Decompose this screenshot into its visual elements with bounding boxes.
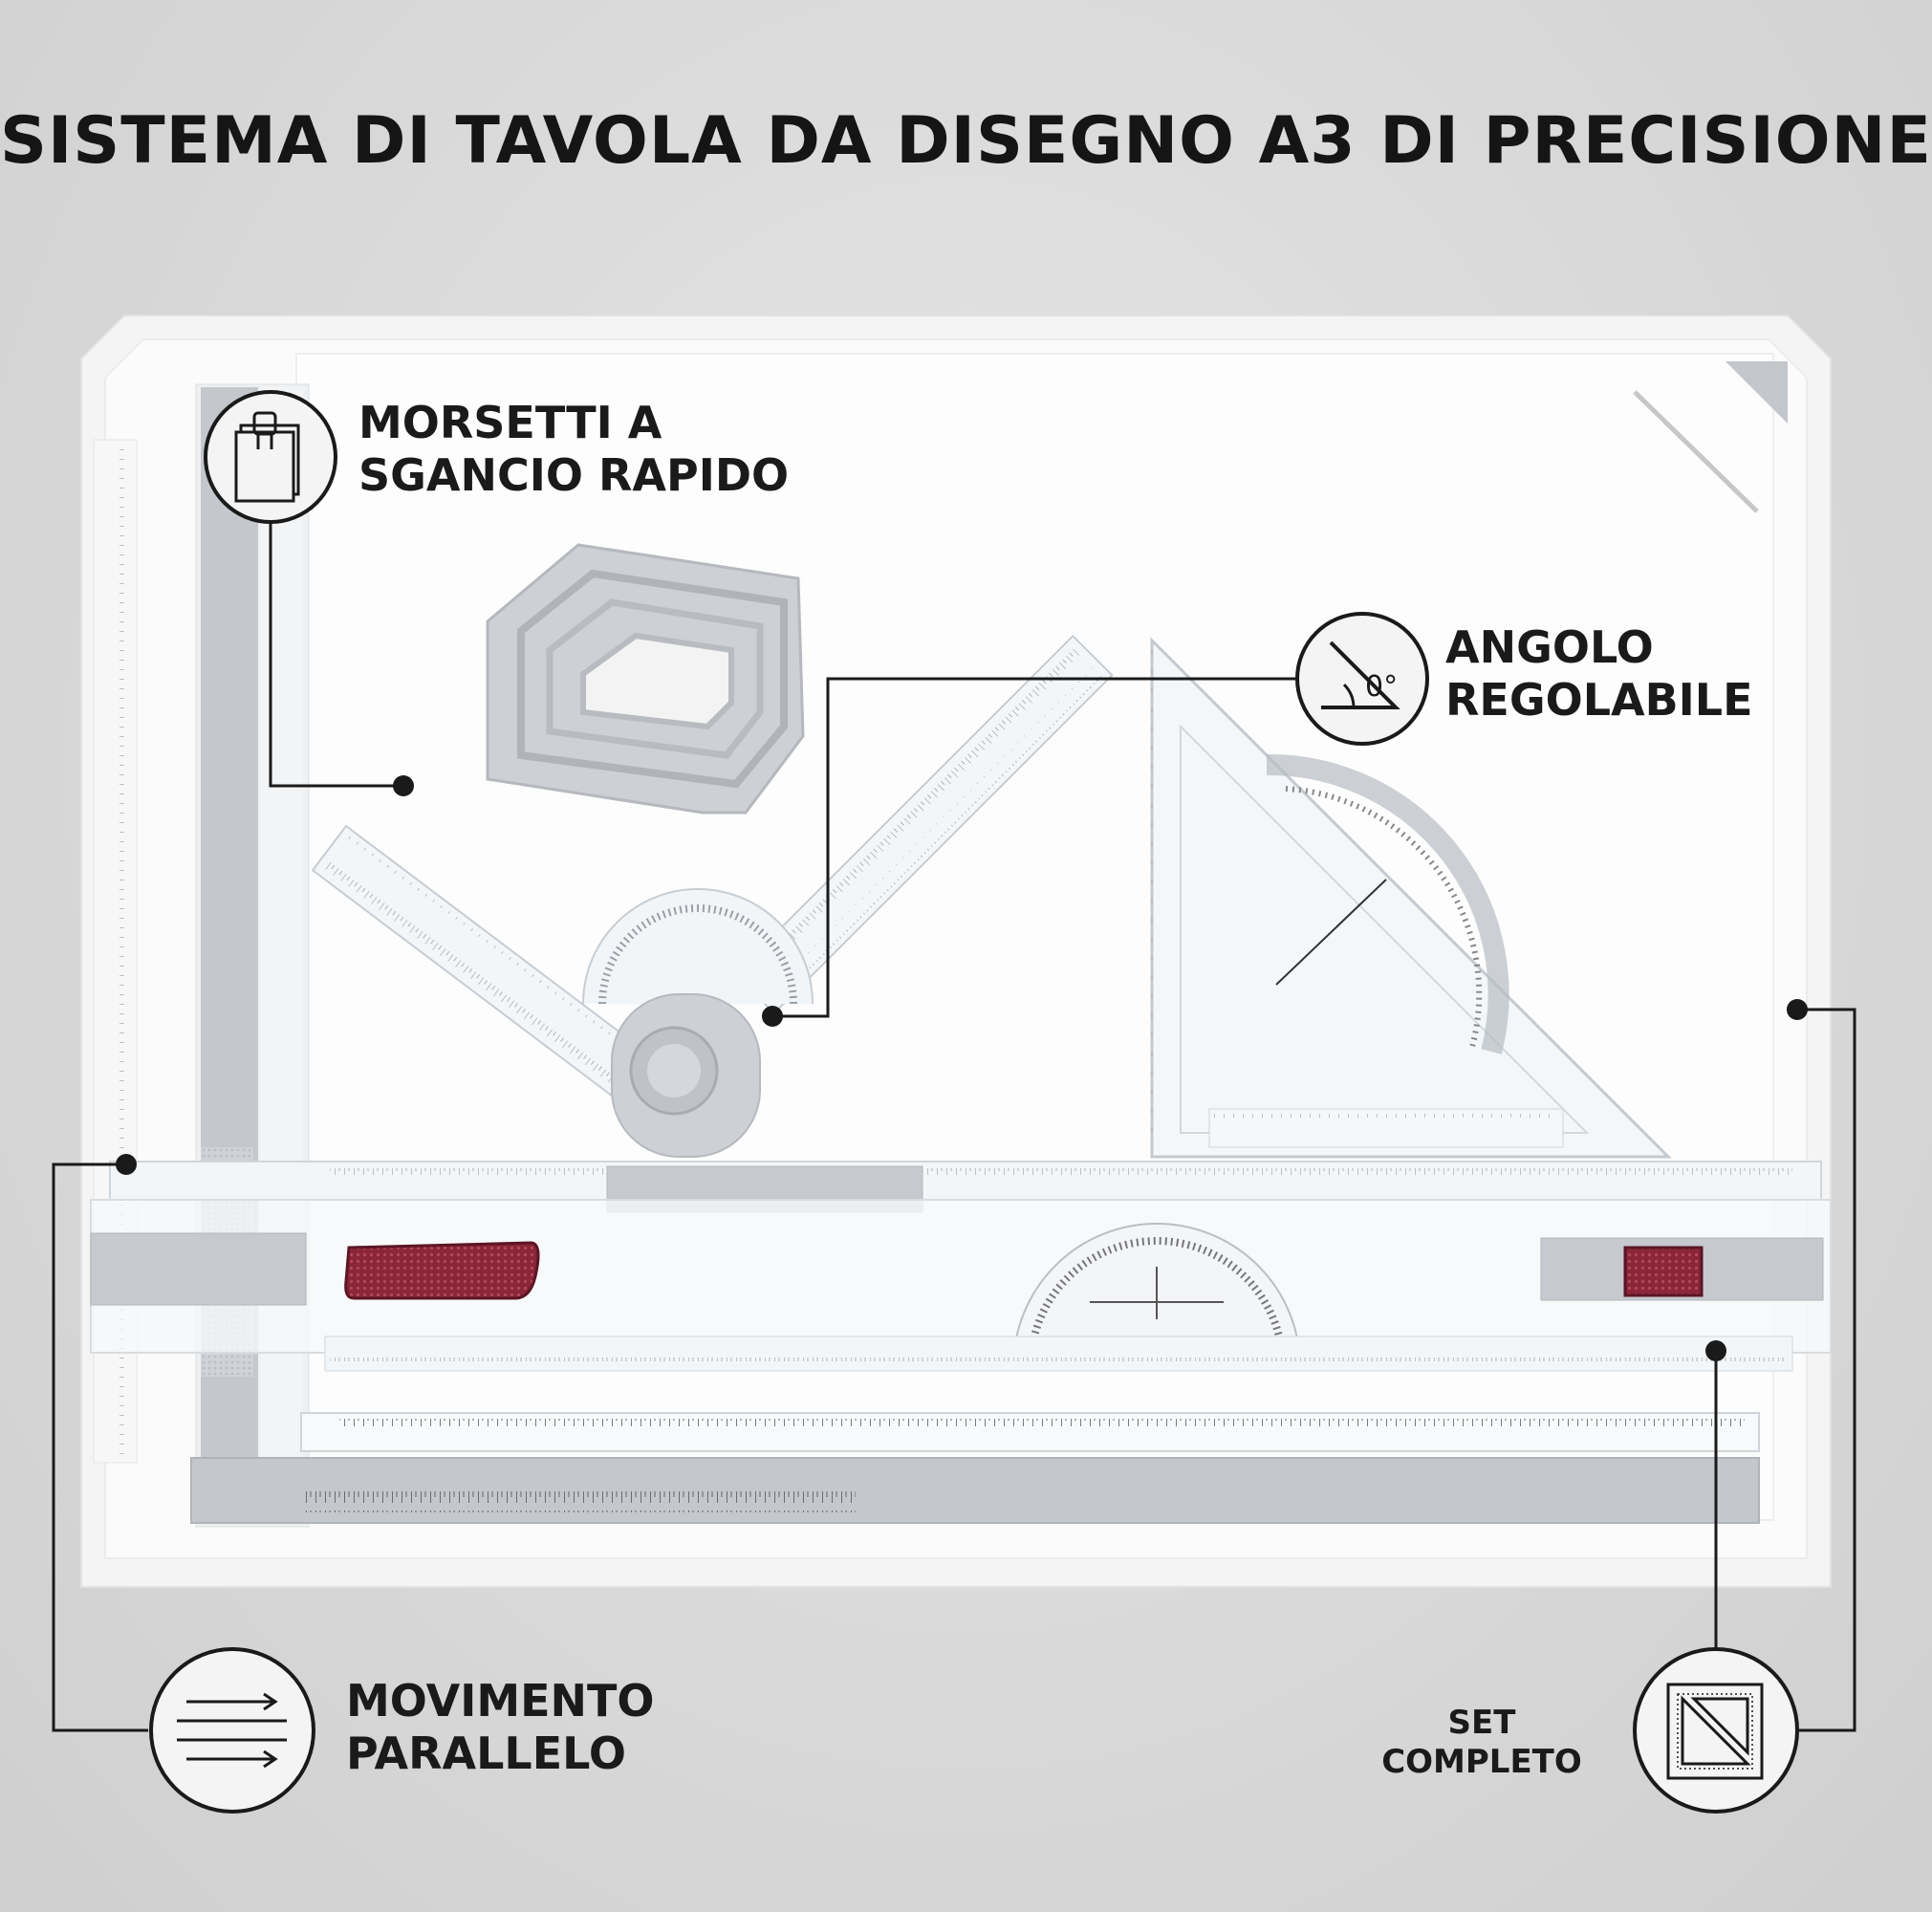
- clipboard-clip-icon: [204, 390, 337, 524]
- set-callout-line1: SET: [1447, 1704, 1516, 1742]
- angle-icon: 0°: [1295, 612, 1429, 746]
- clamps-callout-line2: SGANCIO RAPIDO: [358, 449, 790, 502]
- angle-callout: ANGOLO REGOLABILE: [1445, 621, 1753, 727]
- bottom-straightedge[interactable]: [190, 1412, 1760, 1524]
- angle-callout-line1: ANGOLO: [1445, 621, 1654, 673]
- half-protractor[interactable]: [1011, 1223, 1302, 1368]
- angle-leader: [772, 677, 1295, 1018]
- set-square[interactable]: [1148, 637, 1672, 1159]
- set-square-icon: [1633, 1647, 1799, 1814]
- clamps-callout-line1: MORSETTI A: [358, 397, 662, 448]
- svg-text:0°: 0°: [1365, 670, 1398, 704]
- drawing-board: [80, 315, 1832, 1588]
- corner-paper-clip[interactable]: [1633, 361, 1788, 513]
- angle-callout-line2: REGOLABILE: [1445, 674, 1753, 727]
- drafting-head[interactable]: [582, 888, 814, 1158]
- clamps-leader: [269, 521, 403, 788]
- callout-dots: [116, 775, 1808, 1361]
- clamps-callout: MORSETTI A SGANCIO RAPIDO: [358, 397, 789, 502]
- parallel-ruler-top[interactable]: [109, 1161, 1822, 1213]
- parallel-callout-line2: PARALLELO: [346, 1727, 626, 1780]
- page-title: SISTEMA DI TAVOLA DA DISEGNO A3 DI PRECI…: [0, 103, 1932, 179]
- corner-clamp-bracket[interactable]: [486, 543, 805, 815]
- set-callout: SET COMPLETO: [1367, 1704, 1596, 1782]
- parallel-leader: [52, 1162, 148, 1732]
- right-release-button[interactable]: [1623, 1246, 1704, 1297]
- vertical-rail[interactable]: [195, 383, 310, 1528]
- parallel-arrows-icon: [149, 1647, 315, 1814]
- left-release-button[interactable]: [344, 1241, 540, 1300]
- parallel-callout-line1: MOVIMENTO: [346, 1675, 655, 1727]
- parallel-callout: MOVIMENTO PARALLELO: [346, 1675, 655, 1780]
- set-callout-line2: COMPLETO: [1381, 1742, 1582, 1781]
- drafting-arm-left-ruler[interactable]: [311, 824, 653, 1102]
- lower-ruler[interactable]: [324, 1336, 1793, 1372]
- set-leader-right: [1797, 1008, 1856, 1732]
